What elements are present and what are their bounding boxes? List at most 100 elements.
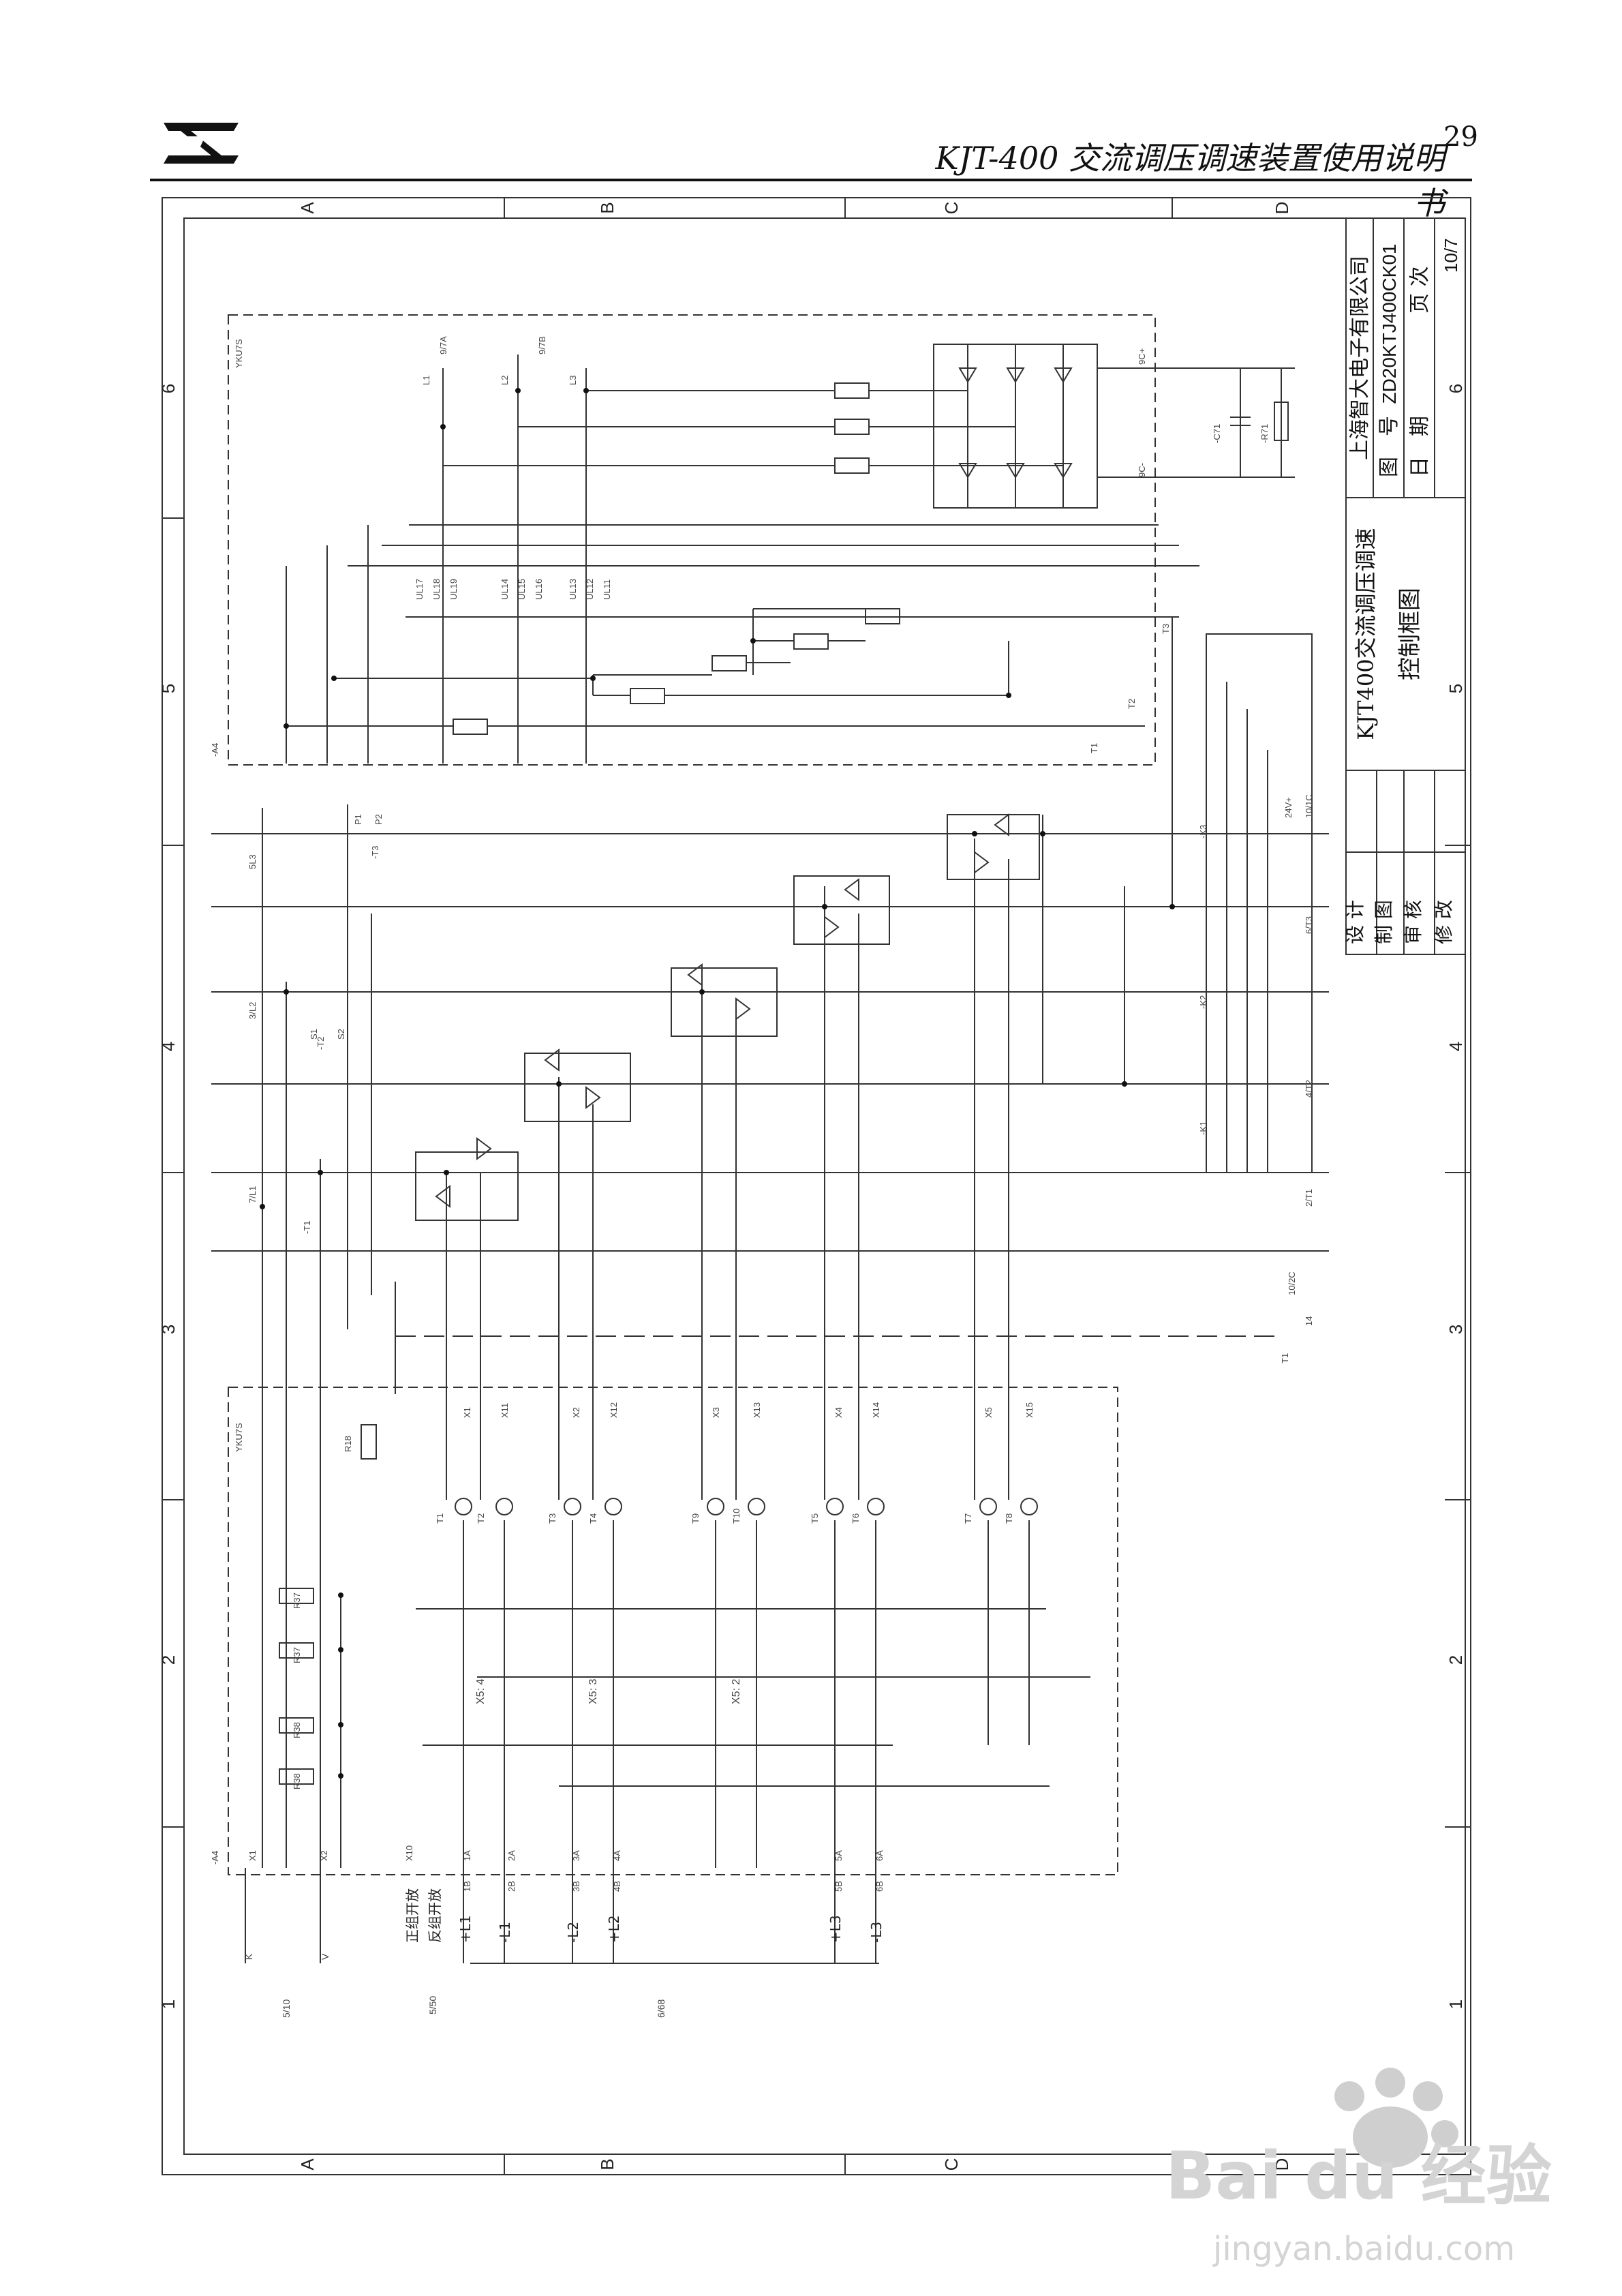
label-x1: X1 xyxy=(462,1407,472,1418)
label-ul-12: UL12 xyxy=(585,579,595,600)
baidu-watermark: Bai du 经验 jingyan.baidu.com xyxy=(1165,2068,1552,2268)
label-bt-1a: 1A xyxy=(462,1850,472,1861)
label-ul-17: UL17 xyxy=(414,579,425,600)
zone-row-4-right: 4 xyxy=(1445,1042,1466,1051)
label-l2: L2 xyxy=(500,376,510,385)
label-x5-3: X5: 3 xyxy=(587,1679,599,1704)
label-r37b: R37 xyxy=(292,1647,302,1663)
label-r37a: R37 xyxy=(292,1592,302,1609)
label-x15: X15 xyxy=(1024,1402,1035,1418)
label-ul-16: UL16 xyxy=(534,579,544,600)
label-t2: T2 xyxy=(1127,699,1137,709)
upper-module-box xyxy=(228,314,1156,766)
label-t3: T3 xyxy=(1161,624,1171,634)
label-k2: -K2 xyxy=(1198,995,1208,1009)
label-box-top-a: -A4 xyxy=(210,743,220,757)
label-k1: -K1 xyxy=(1198,1121,1208,1135)
company-logo-icon xyxy=(164,123,239,164)
zone-col-d-top: D xyxy=(1272,202,1292,215)
zone-col-c-bottom: C xyxy=(941,2158,962,2171)
label-ref-a: 9/7A xyxy=(438,336,448,354)
label-ul-18: UL18 xyxy=(431,579,442,600)
signal-minus-l1: -L1 xyxy=(497,1922,513,1943)
zone-col-d-bottom: D xyxy=(1272,2158,1292,2171)
zone-row-1-right: 1 xyxy=(1445,1999,1466,2009)
inner-frame xyxy=(183,217,1466,2155)
watermark-url: jingyan.baidu.com xyxy=(1212,2230,1515,2268)
label-bt-5b: 5B xyxy=(833,1881,844,1892)
label-bt-x2: X2 xyxy=(319,1850,329,1861)
label-ul-13: UL13 xyxy=(568,579,578,600)
label-x5-2: X5: 2 xyxy=(731,1679,742,1704)
label-ul-11: UL11 xyxy=(602,579,612,600)
label-bt-x1: X1 xyxy=(247,1850,258,1861)
title-drawing-no: ZD20KTJ400CK01 xyxy=(1379,243,1400,404)
label-ref-6-68: 6/68 xyxy=(656,1999,667,2018)
label-24v: 24V+ xyxy=(1283,797,1294,818)
label-x2: X2 xyxy=(571,1407,581,1418)
label-x4: X4 xyxy=(833,1407,844,1418)
label-x11: X11 xyxy=(500,1403,510,1418)
label-res: -R71 xyxy=(1259,424,1270,443)
zone-row-5-left: 5 xyxy=(158,684,179,693)
label-pt-t9: T9 xyxy=(690,1513,701,1524)
label-pt-t1: T1 xyxy=(435,1513,445,1524)
label-bt-3b: 3B xyxy=(571,1881,581,1892)
title-page-value: 10/7 xyxy=(1441,238,1461,273)
signal-forward-open: 正组开放 xyxy=(404,1888,420,1943)
label-bt-6a: 6A xyxy=(874,1850,885,1861)
label-bt-3a: 3A xyxy=(571,1850,581,1861)
role-revise: 修 改 xyxy=(1433,900,1455,944)
label-bt-x10: X10 xyxy=(404,1845,414,1861)
label-k3: -K3 xyxy=(1198,825,1208,839)
title-date-label: 日 期 xyxy=(1408,416,1432,477)
zone-row-1-left: 1 xyxy=(158,1999,179,2009)
label-out-t1: 2/T1 xyxy=(1304,1189,1314,1207)
outer-frame xyxy=(162,197,1471,2175)
title-block xyxy=(1345,217,1466,955)
label-ct-t1: -T1 xyxy=(302,1221,312,1235)
title-main-line1: KJT400交流调压调速 xyxy=(1353,528,1379,740)
paw-icon xyxy=(1334,2068,1458,2168)
label-x5-4: X5: 4 xyxy=(475,1679,487,1704)
label-box-bottom: YKU7S xyxy=(234,1423,244,1452)
label-bt-4b: 4B xyxy=(612,1881,622,1892)
zone-row-3-left: 3 xyxy=(158,1325,179,1334)
label-ref-5-10: 5/10 xyxy=(281,1999,292,2018)
signal-minus-l2: -L2 xyxy=(565,1922,581,1943)
label-ref-k: K xyxy=(243,1953,254,1960)
label-ul-15: UL15 xyxy=(517,579,527,600)
label-bt-5a: 5A xyxy=(833,1850,844,1861)
label-cap: -C71 xyxy=(1212,424,1222,443)
lower-module-box xyxy=(228,1387,1118,1875)
label-x12: X12 xyxy=(609,1402,619,1418)
label-box-top: YKU7S xyxy=(234,339,244,368)
label-ref-b: 9/7B xyxy=(537,336,547,354)
zone-col-c-top: C xyxy=(941,202,962,215)
label-dc-plus: 9C+ xyxy=(1137,348,1147,365)
label-pt-t2: T2 xyxy=(476,1513,486,1524)
label-bt-2a: 2A xyxy=(506,1850,517,1861)
label-t1: T1 xyxy=(1089,743,1099,753)
zone-row-3-right: 3 xyxy=(1445,1325,1466,1334)
label-src-l3: 5L3 xyxy=(247,854,258,869)
label-pt-t4: T4 xyxy=(588,1513,598,1524)
watermark-brand: Bai du 经验 xyxy=(1165,2138,1552,2214)
signal-minus-l3: -L3 xyxy=(868,1922,885,1943)
label-x14: X14 xyxy=(871,1402,881,1418)
role-draft: 制 图 xyxy=(1373,900,1395,944)
label-ct-t2: -T2 xyxy=(316,1037,326,1051)
label-10-2c: 10/2C xyxy=(1287,1271,1297,1295)
header-rule xyxy=(150,179,1472,181)
zone-row-6-left: 6 xyxy=(158,384,179,393)
zone-row-6-right: 6 xyxy=(1445,384,1466,393)
zone-row-2-left: 2 xyxy=(158,1655,179,1665)
page-number: 29 xyxy=(1443,121,1478,153)
label-p2: P2 xyxy=(373,814,384,825)
zone-row-2-right: 2 xyxy=(1445,1655,1466,1665)
pulse-transformers xyxy=(446,839,1038,1515)
label-pt-t6: T6 xyxy=(851,1513,861,1524)
label-x5: X5 xyxy=(983,1407,994,1418)
title-drawing-no-label: 图 号 xyxy=(1377,416,1401,477)
